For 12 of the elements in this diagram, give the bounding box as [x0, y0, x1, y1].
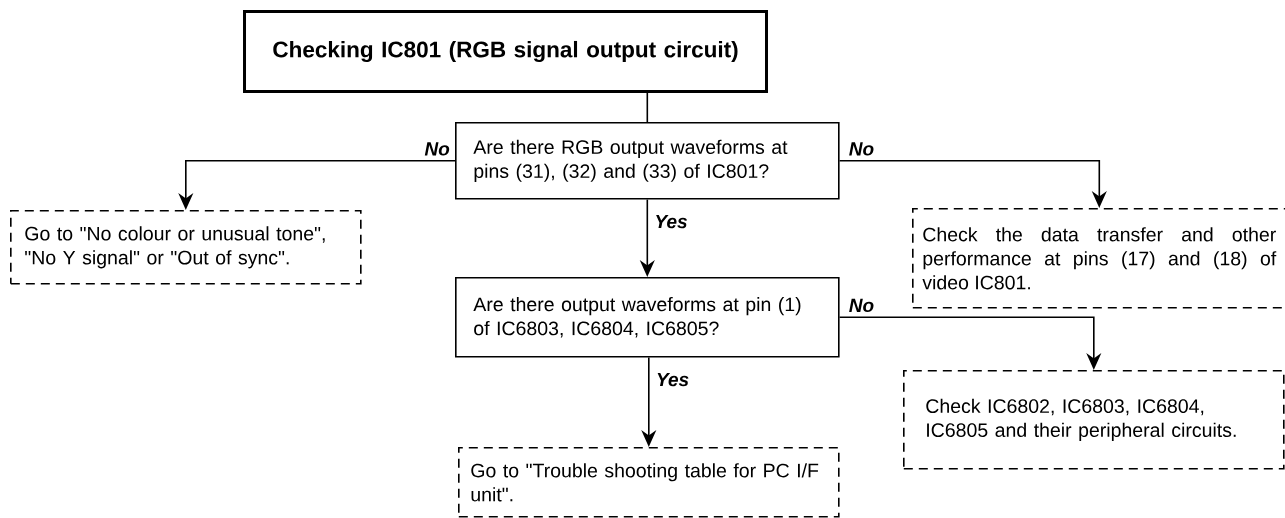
edge-label: No — [849, 298, 874, 313]
outcome-box: Go to "Trouble shooting table for PC I/F unit". — [458, 447, 840, 518]
outcome-box: Go to "No colour or unusual tone", "No Y signal" or "Out of sync". — [10, 210, 362, 285]
process-box: Are there RGB output waveforms at pins (31), (32) and (33) of IC801? — [455, 122, 840, 200]
edge-label: No — [849, 142, 874, 156]
edge-label: Yes — [656, 214, 687, 229]
edge-label: Yes — [657, 372, 689, 387]
outcome-box: Check the data transfer and other performance at pins (17) and (18) of video IC801. — [912, 208, 1285, 309]
title-box: Checking IC801 (RGB signal output circuit) — [243, 10, 768, 93]
outcome-box: Check IC6802, IC6803, IC6804, IC6805 and their peripheral circuits. — [903, 370, 1285, 470]
process-box: Are there output waveforms at pin (1) of IC6803, IC6804, IC6805? — [455, 277, 840, 358]
edge-label: No — [424, 142, 450, 156]
